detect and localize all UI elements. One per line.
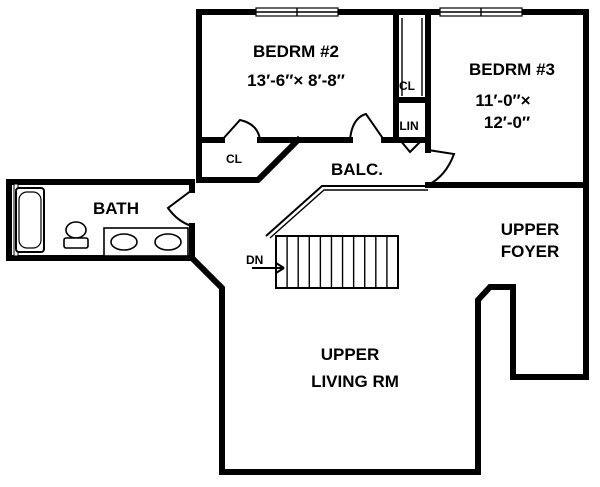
upper-foyer-label-line1: UPPER <box>501 220 560 239</box>
vanity <box>103 227 189 257</box>
interior-walls <box>189 9 589 261</box>
bedroom3-size-line2: 12′-0″ <box>484 113 530 132</box>
upper-living-label-line2: LIVING RM <box>311 372 399 391</box>
bedroom2-label: BEDRM #2 <box>253 42 339 61</box>
closet-label-bed2: CL <box>226 152 242 166</box>
sink-right <box>154 233 182 251</box>
doors <box>166 112 456 227</box>
door-swing-bath <box>166 189 193 227</box>
staircase <box>275 235 399 289</box>
exterior-walls <box>6 9 589 475</box>
bedroom3-size-line1: 11′-0″× <box>475 91 530 110</box>
door-swing-closet-bed2 <box>221 118 261 141</box>
sink-left <box>110 233 138 251</box>
bath-fixtures <box>15 187 189 257</box>
balcony-rail <box>265 185 428 239</box>
bedroom3-label: BEDRM #3 <box>469 60 555 79</box>
door-swing-bedroom2 <box>349 112 385 141</box>
door-swing-bedroom3 <box>427 149 456 186</box>
balcony-label: BALC. <box>331 160 383 179</box>
toilet <box>65 221 87 239</box>
door-swing-linen <box>399 139 423 154</box>
room-labels: BEDRM #2 13′-6″× 8′-8″ BEDRM #3 11′-0″× … <box>93 42 559 391</box>
stair-arrow <box>252 262 285 274</box>
main-exterior-wall <box>6 9 589 475</box>
stair-down-label: DN <box>246 253 263 267</box>
closet-label-bed3: CL <box>399 79 415 93</box>
upper-living-label-line1: UPPER <box>321 345 380 364</box>
bathtub <box>15 187 45 253</box>
closet-partitions <box>401 18 423 96</box>
bedroom2-size: 13′-6″× 8′-8″ <box>247 71 345 90</box>
bath-label: BATH <box>93 199 139 218</box>
upper-foyer-label-line2: FOYER <box>501 242 560 261</box>
linen-label: LIN <box>399 119 418 133</box>
